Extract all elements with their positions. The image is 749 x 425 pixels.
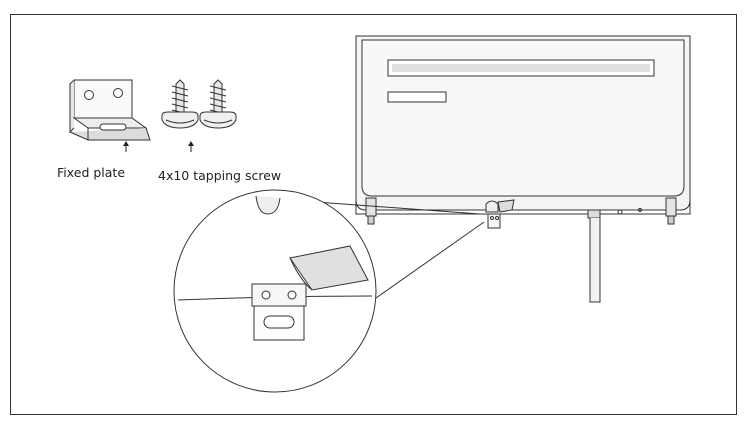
drain-pipe-icon xyxy=(587,208,642,303)
tapping-screw-icon xyxy=(199,79,237,129)
unit-right-foot xyxy=(665,197,677,225)
fixed-plate-icon xyxy=(69,79,151,141)
unit-left-foot xyxy=(365,197,377,225)
diagram-frame xyxy=(10,14,737,415)
small-plate-on-unit xyxy=(485,199,515,229)
fixed-plate-label: Fixed plate xyxy=(57,165,126,180)
tapping-screw-icon xyxy=(161,79,199,129)
tapping-screw-arrow xyxy=(188,141,194,152)
magnifier-callout-icon xyxy=(173,189,377,393)
callout-lines xyxy=(315,201,485,299)
fixed-plate-arrow xyxy=(123,141,129,152)
indoor-unit-body xyxy=(355,35,691,215)
tapping-screw-label: 4x10 tapping screw xyxy=(158,168,282,183)
